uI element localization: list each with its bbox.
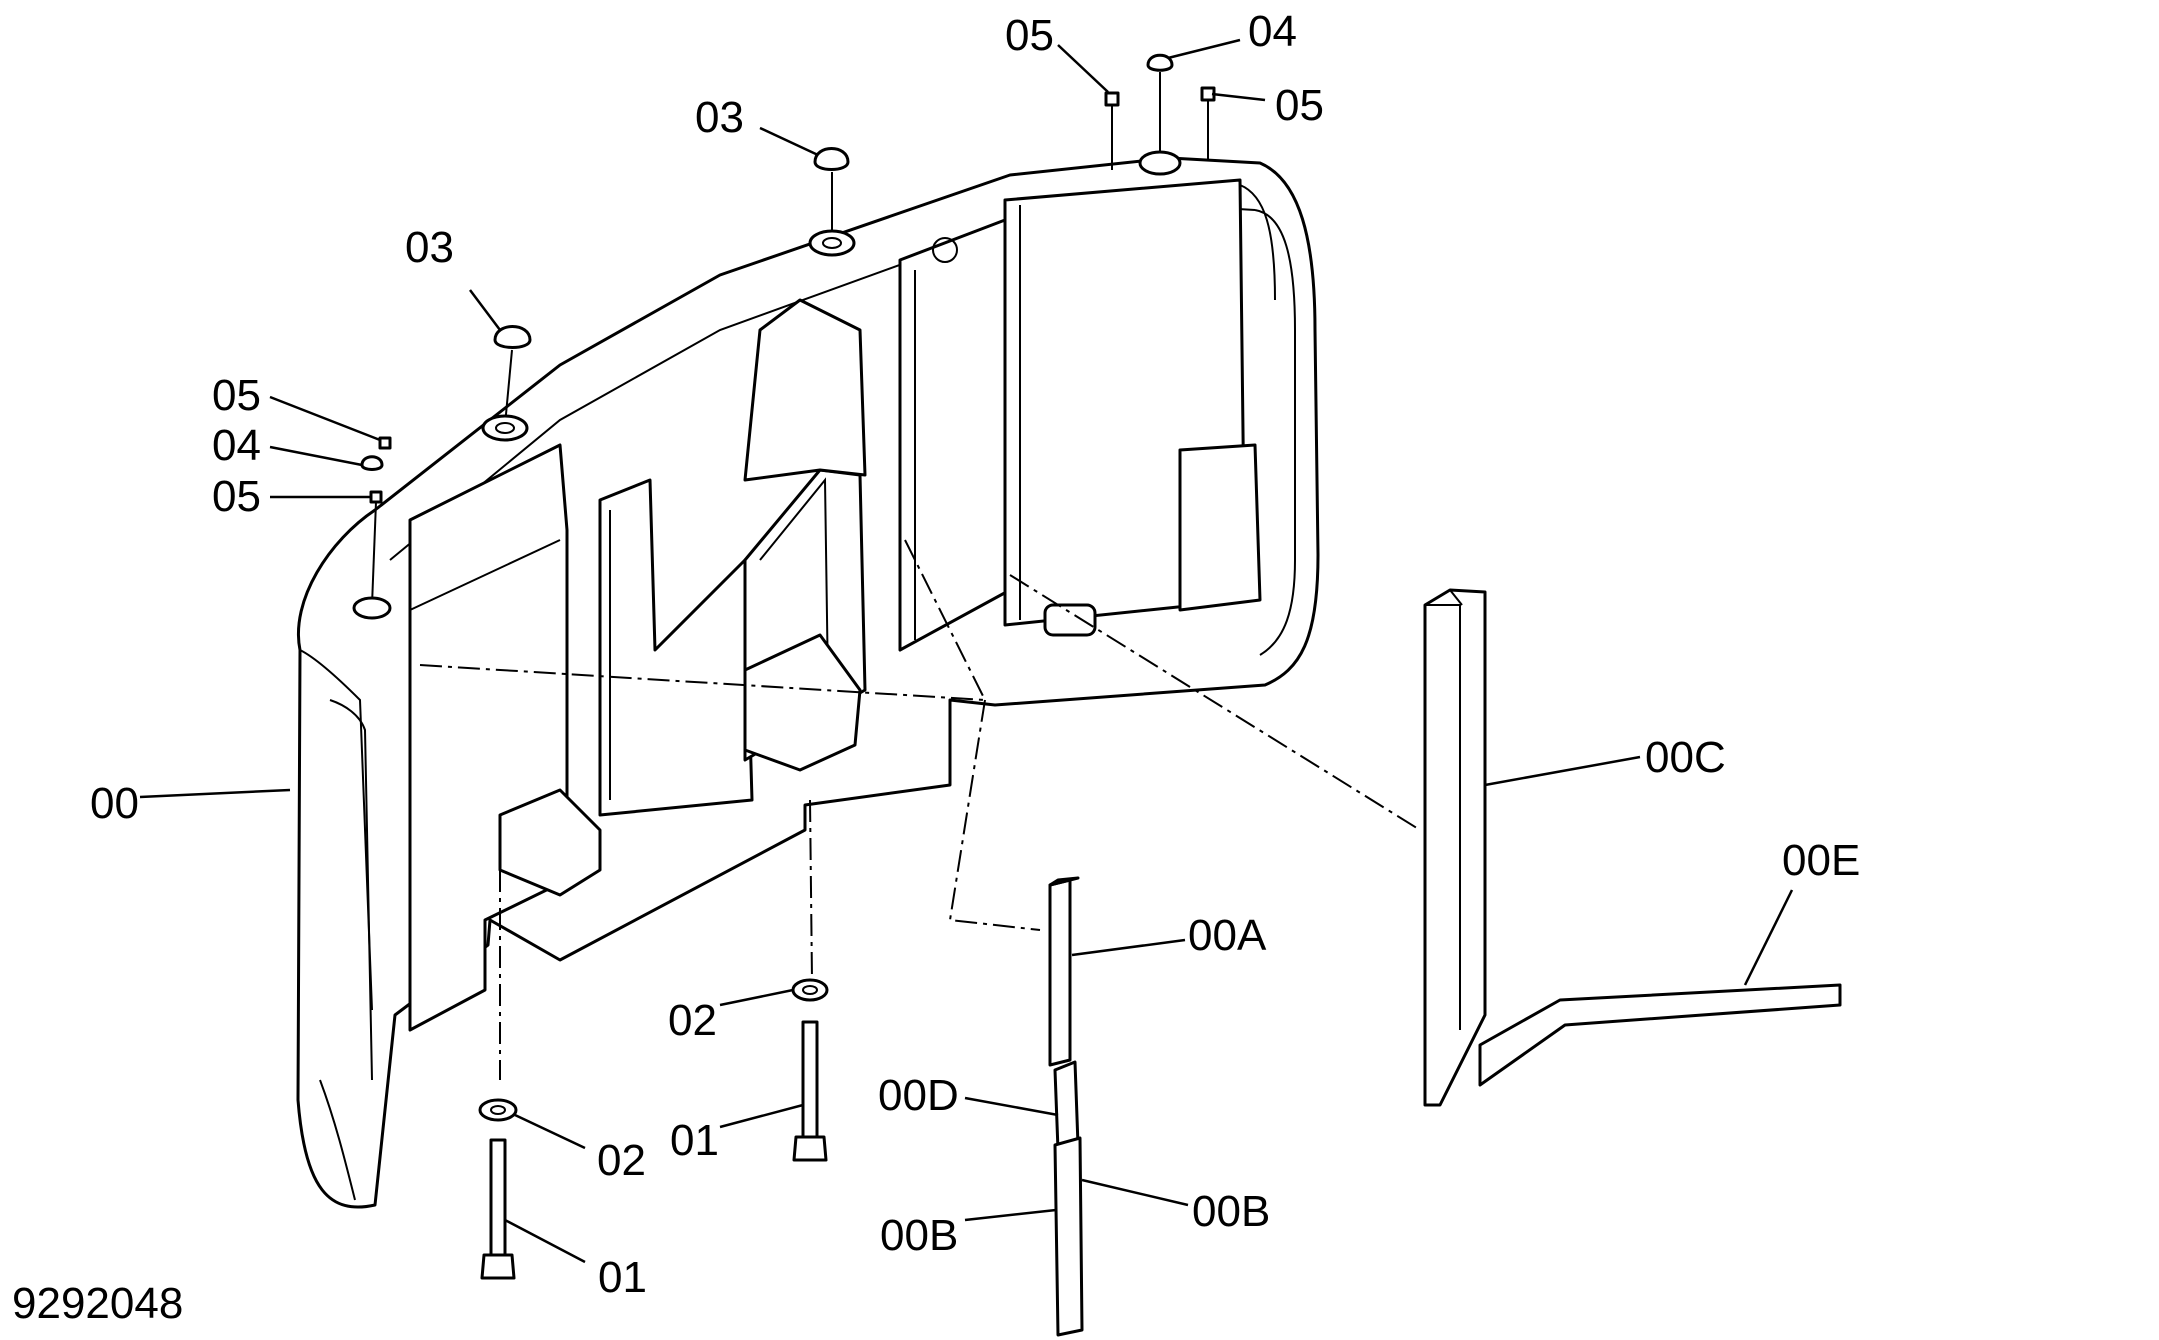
callout-00B-right: 00B (1192, 1187, 1270, 1236)
callout-01-left: 01 (598, 1253, 647, 1302)
drawing-number: 9292048 (12, 1279, 183, 1328)
callout-05-left-a: 05 (212, 371, 261, 420)
callout-00D: 00D (878, 1071, 959, 1120)
pad-00B (1053, 1136, 1084, 1337)
pad-00E (1478, 983, 1842, 1087)
callout-05-top-b: 05 (1275, 81, 1324, 130)
bolt-01-right (792, 1020, 828, 1162)
cap-04-top (1138, 53, 1182, 176)
washer-02-left (478, 1098, 518, 1122)
callout-00C: 00C (1645, 733, 1726, 782)
bolt-01-left (480, 1138, 516, 1280)
callout-00A: 00A (1188, 911, 1267, 960)
callout-02-left: 02 (597, 1136, 646, 1185)
cap-03-mid (808, 147, 856, 257)
pad-00C (1423, 588, 1487, 1107)
callout-04-top: 04 (1248, 7, 1297, 56)
callout-00E: 00E (1782, 836, 1860, 885)
pad-00D (1053, 1060, 1080, 1152)
callout-02-right: 02 (668, 996, 717, 1045)
callout-00: 00 (90, 779, 139, 828)
callout-05-left-b: 05 (212, 472, 261, 521)
pad-00A (1048, 876, 1080, 1067)
callout-01-right: 01 (670, 1116, 719, 1165)
callout-04-left: 04 (212, 421, 261, 470)
screw-05-top-b (1200, 86, 1216, 160)
leader-lines (139, 38, 1794, 1264)
washer-02-right (791, 978, 829, 1002)
main-cover-part (296, 156, 1421, 1209)
cap-03-left (481, 325, 532, 442)
cap-04-left (352, 436, 392, 620)
screw-05-top-a (1104, 91, 1120, 170)
callout-00B-left: 00B (880, 1211, 958, 1260)
callout-03-left: 03 (405, 223, 454, 272)
callout-05-top-a: 05 (1005, 11, 1054, 60)
callout-03-mid: 03 (695, 93, 744, 142)
